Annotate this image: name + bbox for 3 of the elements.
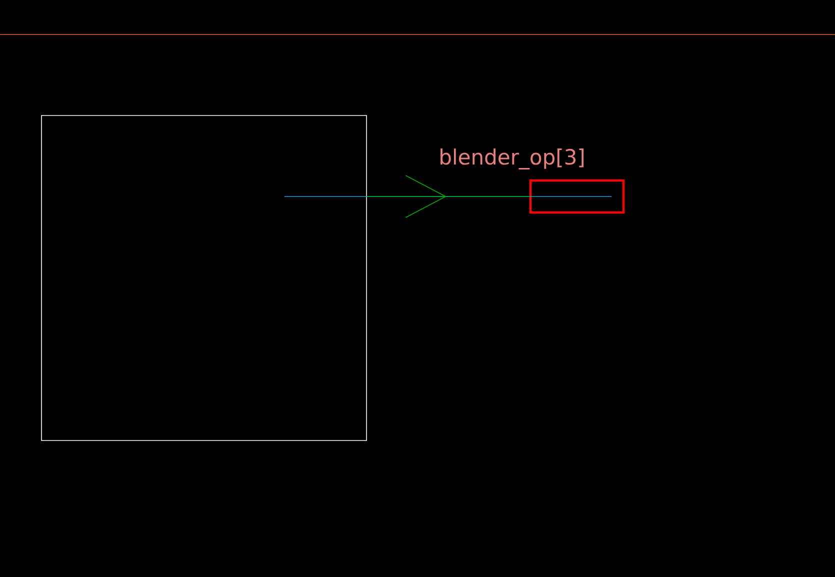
node-label: blender_op[3] <box>440 148 584 170</box>
outline-box <box>41 115 367 441</box>
pin-box: blender_op[3] <box>440 148 625 214</box>
